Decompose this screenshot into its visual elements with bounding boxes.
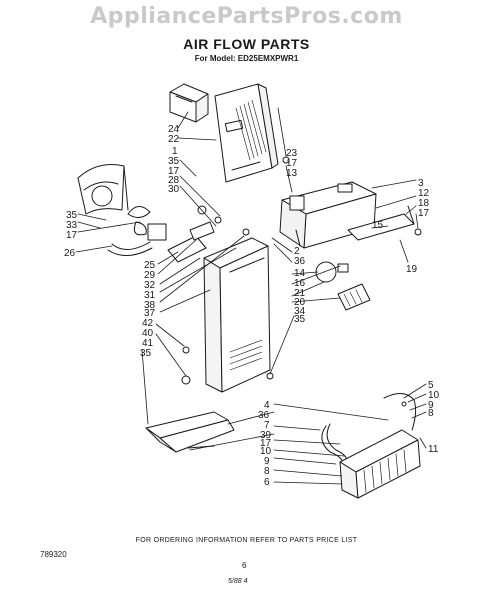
callout: 3 [418, 178, 424, 189]
damper-housing [279, 181, 415, 249]
callout: 38 [144, 300, 156, 311]
callout: 11 [428, 444, 439, 455]
callout: 17 [168, 166, 180, 177]
callout: 17 [66, 230, 78, 241]
callout: 39 [260, 430, 272, 441]
page-title: AIR FLOW PARTS [183, 36, 310, 52]
callout: 26 [64, 248, 76, 259]
callout: 35 [168, 156, 180, 167]
watermark-text: AppliancePartsPros.com [90, 4, 403, 29]
callout: 14 [294, 268, 306, 279]
model-subtitle: For Model: ED25EMXPWR1 [194, 54, 299, 63]
callout: 17 [286, 158, 298, 169]
callout: 10 [260, 446, 272, 457]
callout: 35 [294, 314, 306, 325]
callout: 12 [418, 188, 430, 199]
callout: 36 [258, 410, 270, 421]
callout: 31 [144, 290, 156, 301]
callout: 21 [294, 288, 306, 299]
callout: 32 [144, 280, 156, 291]
callout: 17 [418, 208, 430, 219]
callout: 34 [294, 306, 306, 317]
grille [337, 283, 371, 311]
callout: 5 [428, 380, 434, 391]
callout: 7 [264, 420, 270, 431]
callout: 41 [142, 338, 154, 349]
callout: 25 [144, 260, 156, 271]
footer-mark: 5/88 4 [228, 578, 248, 585]
callout: 9 [428, 400, 434, 411]
callout: 15 [372, 220, 384, 231]
callout: 20 [294, 297, 306, 308]
fan-motor-assembly [107, 206, 167, 256]
screws [181, 156, 422, 385]
callout: 35 [66, 210, 78, 221]
callout: 42 [142, 318, 154, 329]
callout: 24 [168, 124, 180, 135]
callout: 40 [142, 328, 154, 339]
defrost-heater [339, 393, 421, 499]
leader-lines [75, 107, 427, 485]
callout: 8 [428, 408, 434, 419]
callout: 36 [294, 256, 306, 267]
callout: 13 [286, 168, 298, 179]
ordering-note: FOR ORDERING INFORMATION REFER TO PARTS … [135, 537, 358, 544]
callout: 33 [66, 220, 78, 231]
callout: 6 [264, 477, 270, 488]
callout: 30 [168, 184, 180, 195]
callout: 9 [264, 456, 270, 467]
callout: 16 [294, 278, 306, 289]
callout: 10 [428, 390, 440, 401]
callout: 37 [144, 308, 156, 319]
evaporator-cover [203, 228, 271, 393]
callout: 23 [286, 148, 298, 159]
motor-bracket [167, 205, 222, 263]
callout: 4 [264, 400, 270, 411]
callout: 18 [418, 198, 430, 209]
filter-cartridge [169, 83, 209, 123]
page-number: 6 [242, 561, 247, 570]
callout: 35 [140, 348, 152, 359]
callout: 8 [264, 466, 270, 477]
air-duct-panel [214, 83, 279, 183]
drain-trough [145, 411, 235, 453]
callout: 1 [172, 146, 178, 157]
callout: 19 [406, 264, 418, 275]
callout-labels: 24 22 1 35 17 28 30 23 17 13 35 33 17 26… [64, 124, 440, 488]
callout: 17 [260, 438, 272, 449]
document-number: 789320 [40, 550, 67, 559]
callout: 28 [168, 175, 180, 186]
callout: 22 [168, 134, 180, 145]
callout: 2 [294, 246, 300, 257]
callout: 29 [144, 270, 156, 281]
fan-shroud [77, 164, 129, 215]
